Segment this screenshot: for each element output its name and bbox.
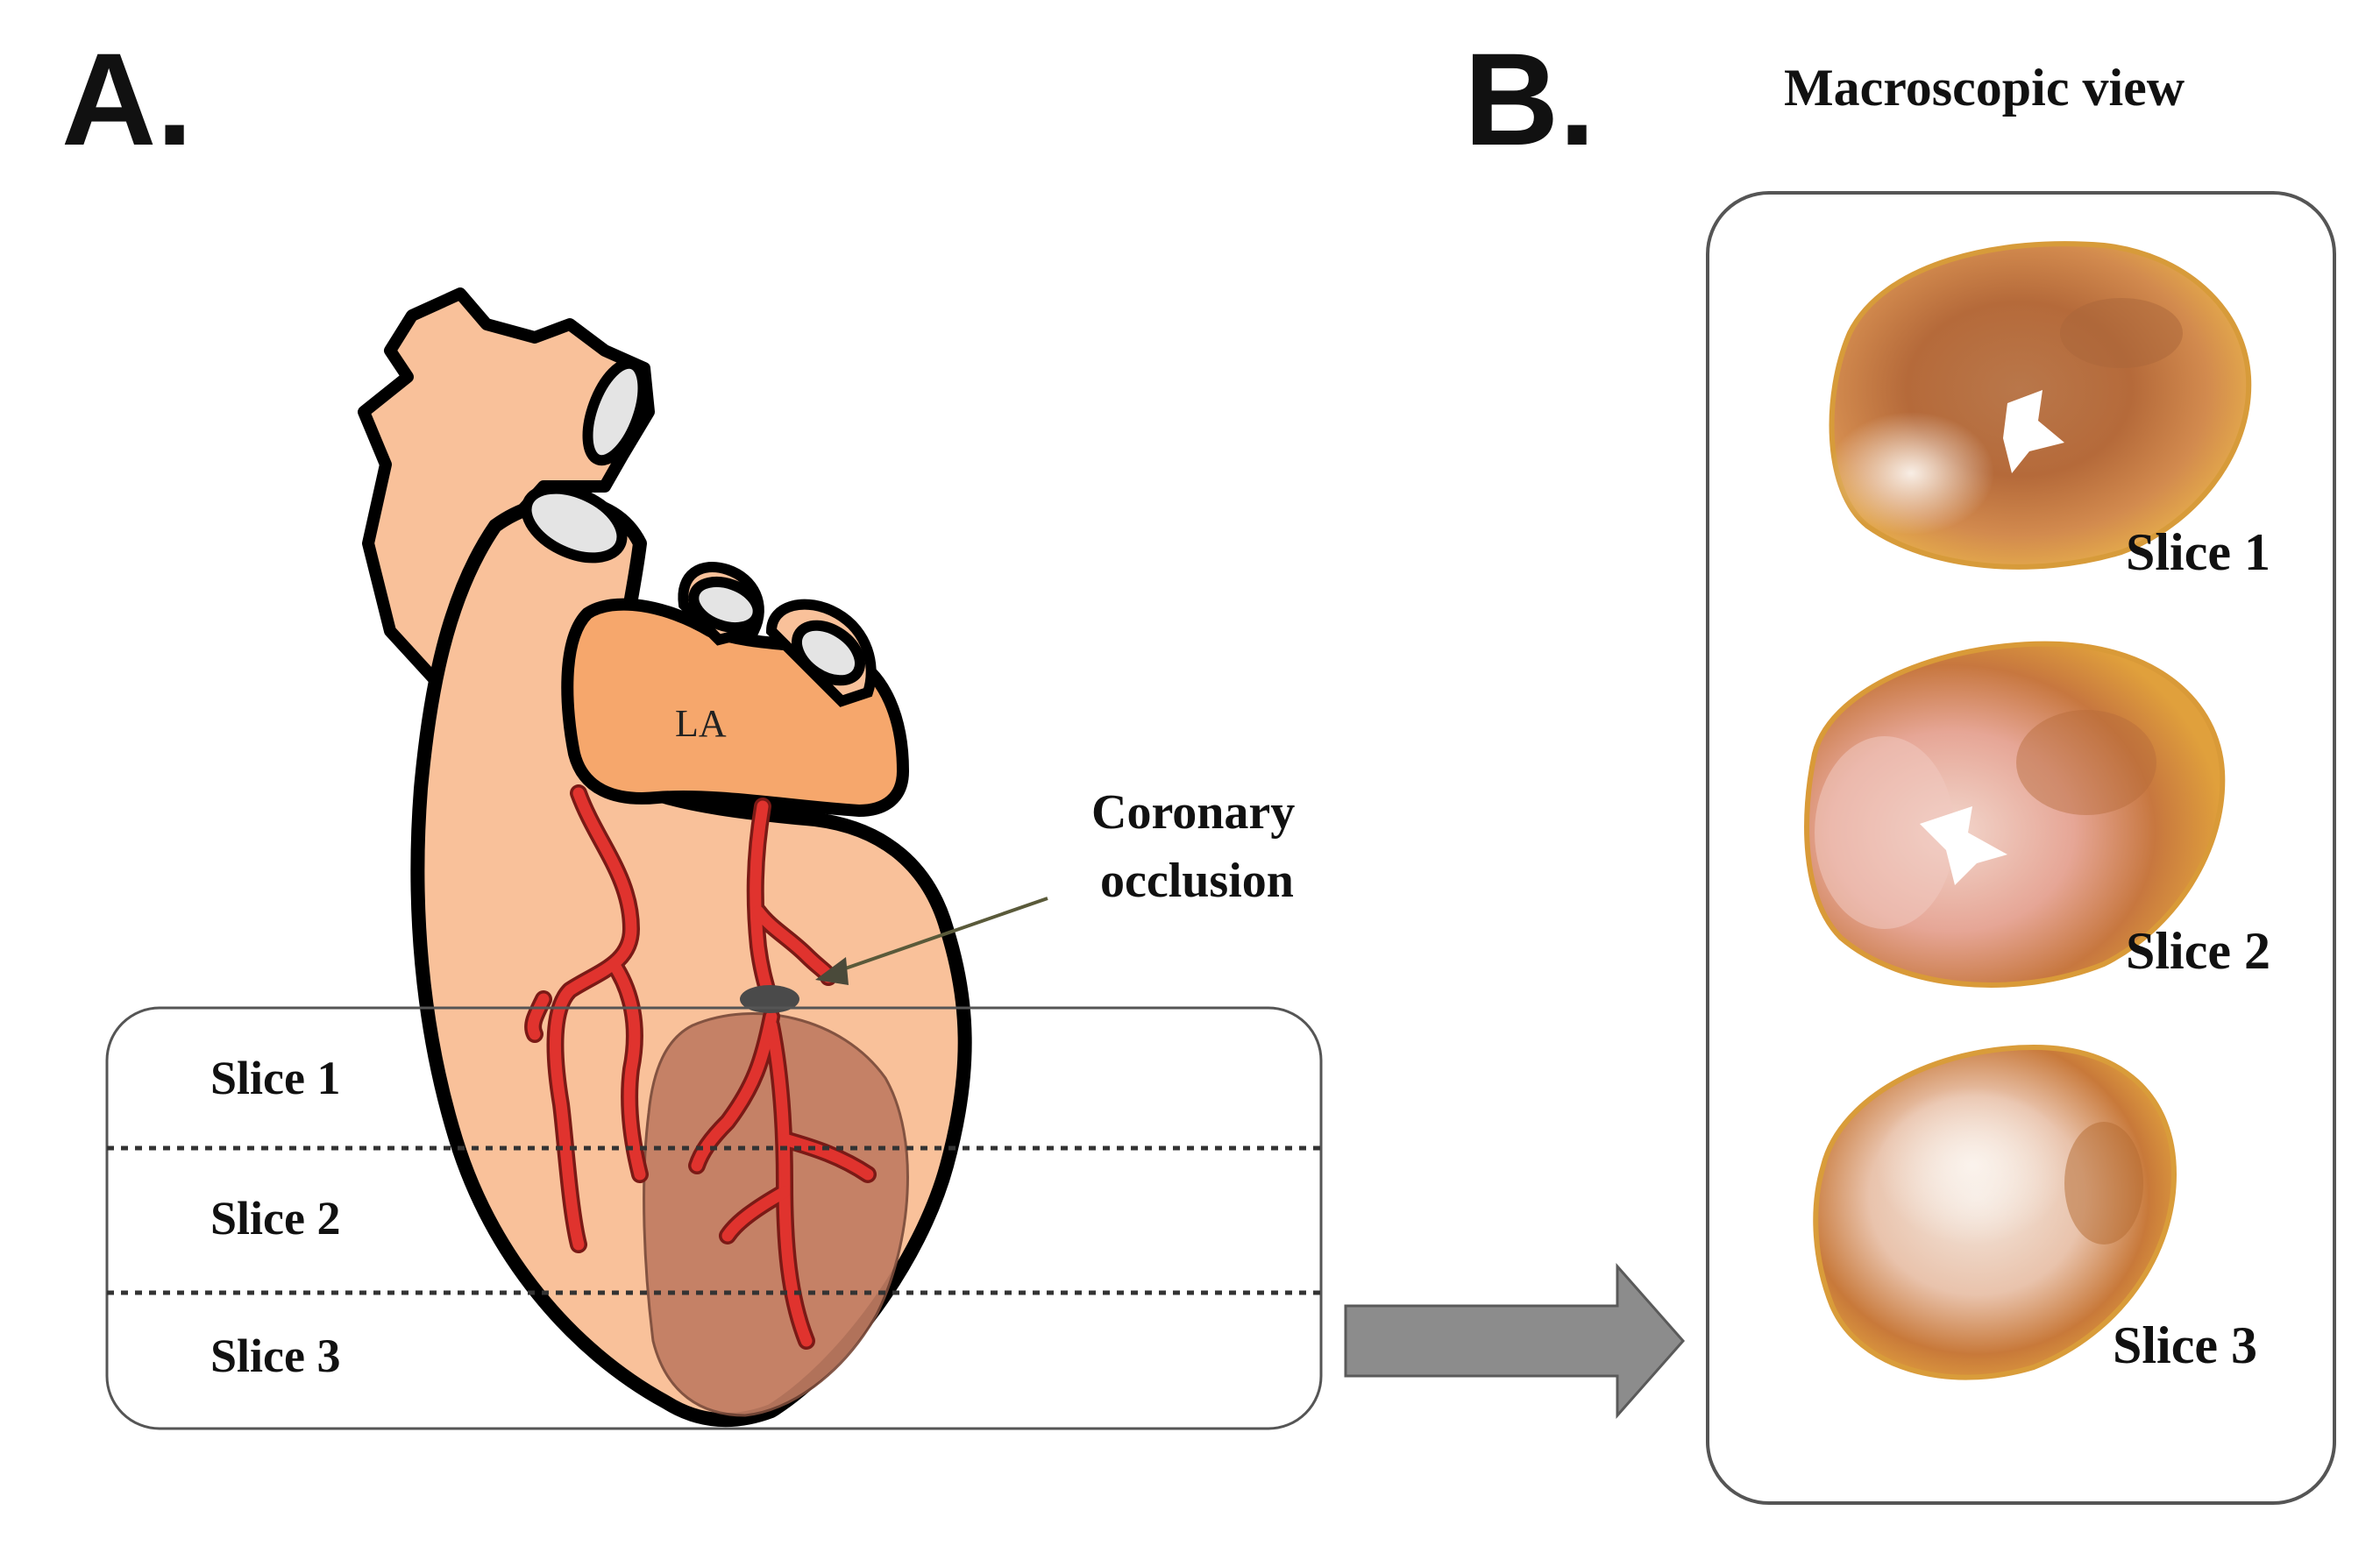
occlusion-marker bbox=[740, 985, 799, 1013]
tissue-slice-3-photo: Slice 3 bbox=[1813, 1044, 2257, 1380]
occlusion-pointer bbox=[815, 897, 1048, 985]
aorta-opening bbox=[582, 358, 649, 466]
la-label: LA bbox=[675, 702, 727, 745]
tissue-slice-2-photo: Slice 2 bbox=[1804, 641, 2270, 988]
panel-a-letter: A. bbox=[61, 25, 193, 173]
occlusion-label-line-2: occlusion bbox=[1100, 854, 1294, 908]
heart-diagram: LA bbox=[358, 287, 972, 1428]
transition-arrow bbox=[1344, 1263, 1686, 1419]
pulmonary-opening bbox=[521, 483, 628, 564]
occlusion-label-line-1: Coronary bbox=[1091, 785, 1295, 840]
infarct-zone bbox=[643, 1012, 909, 1417]
panel-b-slice-2-label: Slice 2 bbox=[2126, 922, 2270, 980]
tissue-slice-1-photo: Slice 1 bbox=[1828, 241, 2270, 581]
panel-a-slice-2-label: Slice 2 bbox=[210, 1192, 340, 1245]
panel-a-slice-3-label: Slice 3 bbox=[210, 1330, 340, 1382]
panel-b-slice-1-label: Slice 1 bbox=[2126, 523, 2270, 581]
pulmonary-vein-opening-2 bbox=[791, 620, 866, 686]
panel-b-title: Macroscopic view bbox=[1784, 59, 2185, 117]
panel-b-letter: B. bbox=[1464, 25, 1595, 173]
panel-a-slice-1-label: Slice 1 bbox=[210, 1052, 340, 1104]
pulmonary-vein-opening-1 bbox=[688, 576, 764, 634]
panel-b-slice-3-label: Slice 3 bbox=[2113, 1316, 2257, 1374]
